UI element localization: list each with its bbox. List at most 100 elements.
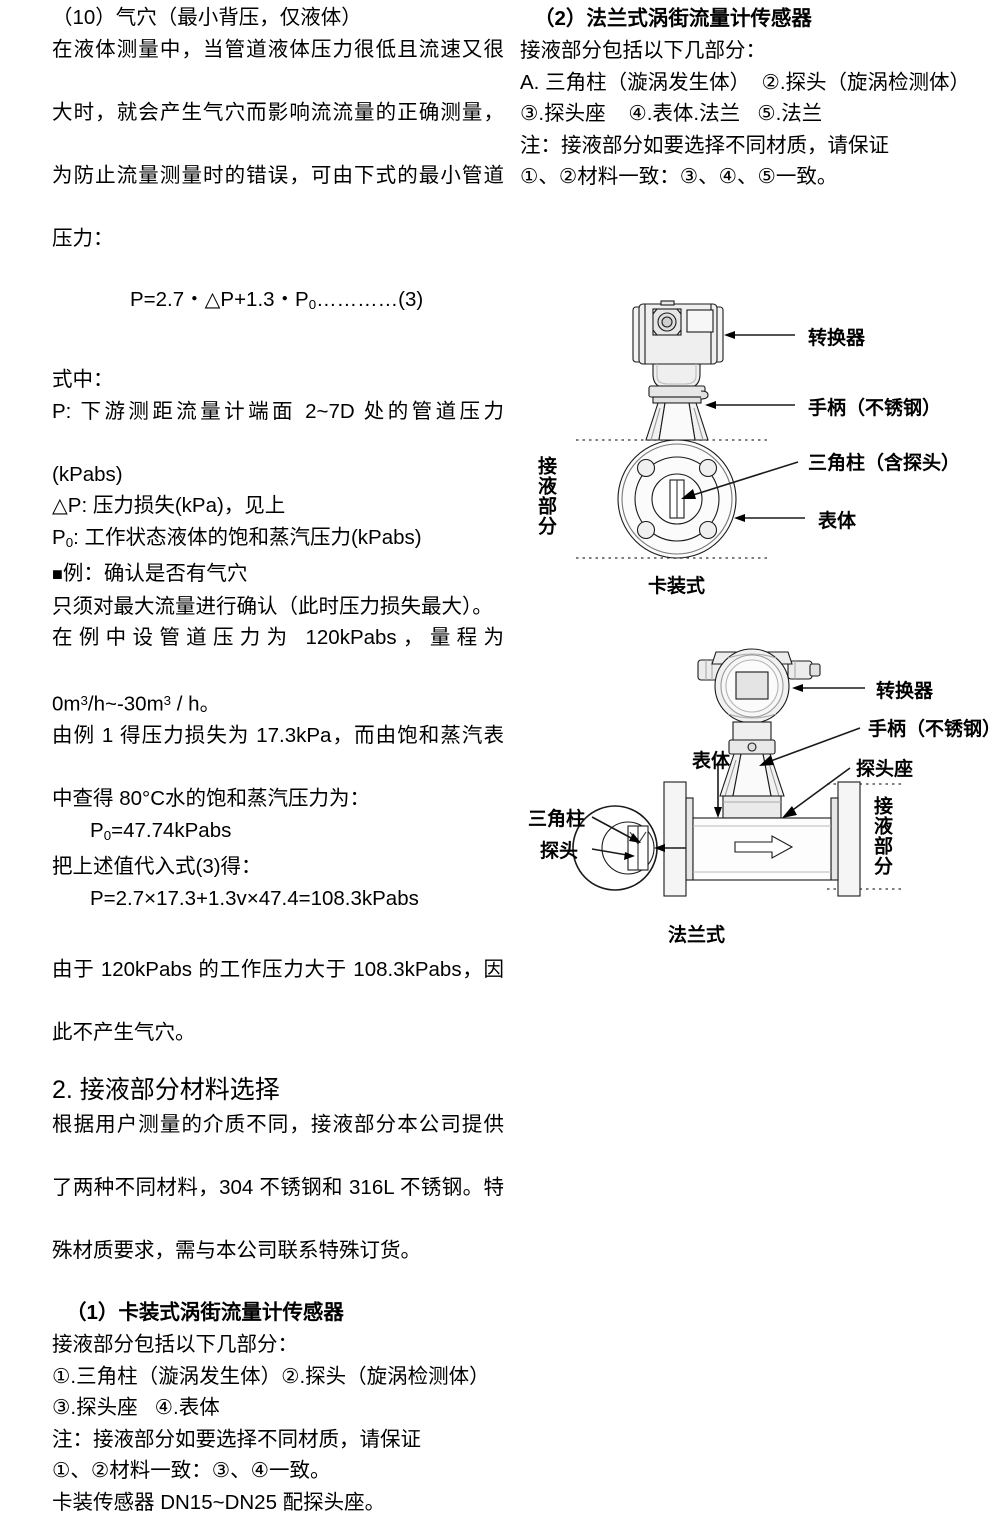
converter-head [697, 648, 821, 724]
figure-flange-type-sensor: 接液部分 转换器 手柄（不锈钢） 探头座 表体 三角柱 探头 法兰式 [520, 636, 1000, 966]
spacer [52, 1266, 504, 1296]
wafer-callout-body: 表体 [818, 510, 857, 532]
definition-pressure-line2: (kPabs) [52, 462, 123, 486]
spacer [52, 254, 504, 284]
spacer [52, 944, 504, 954]
section-2-line-3: 殊材质要求，需与本公司联系特殊订货。 [52, 1238, 421, 1262]
bolt-hole [636, 520, 656, 540]
example-line-5: 中查得 80°C水的饱和蒸汽压力为： [52, 787, 370, 811]
section-2-line-1: 根据用户测量的介质不同，接液部分本公司提供 [52, 1112, 504, 1136]
example-line-4: 由例 1 得压力损失为 17.3kPa，而由饱和蒸汽表 [52, 724, 504, 748]
subsection-1-line-6: 卡装传感器 DN15~DN25 配探头座。 [52, 1490, 386, 1514]
section-10-title: （10）气穴（最小背压，仅液体） [52, 6, 362, 29]
wafer-body [617, 439, 737, 559]
example-title: 例：确认是否有气穴 [62, 562, 248, 586]
para-1-line-3: 为防止流量测量时的错误，可由下式的最小管道 [52, 163, 504, 187]
example-title-line: ■例：确认是否有气穴 [52, 558, 504, 591]
section-2-line-2: 了两种不同材料，304 不锈钢和 316L 不锈钢。特 [52, 1175, 504, 1199]
value-p0-text: =47.74kPabs [111, 818, 232, 842]
wafer-liquid-contact-vertical-label: 接液部分 [535, 456, 557, 536]
leader-triangle [591, 816, 634, 840]
range-start: 0m [52, 692, 81, 716]
definition-p0-text: : 工作状态液体的饱和蒸汽压力(kPabs) [73, 525, 422, 549]
definition-p0: P0: 工作状态液体的饱和蒸汽压力(kPabs) [52, 522, 504, 558]
pipe-body [663, 781, 861, 897]
wafer-type-drawing [576, 300, 805, 559]
flange-liquid-contact-vertical-label: 接液部分 [871, 796, 893, 876]
wafer-callout-handle: 手柄（不锈钢） [808, 397, 942, 419]
definition-p0-subscript: 0 [65, 534, 74, 550]
range-end-exponent: 3 [163, 693, 172, 709]
leader-probe-seat [789, 767, 851, 813]
wafer-figure-caption: 卡装式 [648, 575, 706, 597]
right-flange [837, 781, 861, 897]
right-flange-face [830, 797, 839, 881]
handle-stem [645, 402, 709, 441]
substitute-label: 把上述值代入式(3)得： [52, 855, 262, 879]
leader-handle [767, 727, 861, 763]
spacer [52, 350, 504, 364]
bolt-hole [698, 458, 718, 478]
flange-callout-converter: 转换器 [876, 680, 934, 702]
filled-square-icon: ■ [52, 564, 63, 585]
left-flange-face [685, 797, 694, 881]
subsection-2-line-3: ③.探头座 ④.表体.法兰 ⑤.法兰 [520, 102, 823, 125]
subsection-2-line-5: ①、②材料一致：③、④、⑤一致。 [520, 165, 838, 188]
right-text-column: （2）法兰式涡街流量计传感器 接液部分包括以下几部分： A. 三角柱（漩涡发生体… [520, 2, 990, 193]
formula-3: P=2.7・△P+1.3・P0…………(3) [52, 284, 504, 320]
range-start-exponent: 3 [80, 693, 88, 709]
flange-callout-body: 表体 [692, 750, 731, 772]
conclusion-line-1: 由于 120kPabs 的工作压力大于 108.3kPabs，因 [52, 958, 504, 982]
subsection-1-line-4: 注：接液部分如要选择不同材质，请保证 [52, 1427, 421, 1451]
wafer-callout-converter: 转换器 [808, 327, 866, 349]
converter-housing [632, 300, 724, 365]
subsection-2-heading: （2）法兰式涡街流量计传感器 [534, 7, 812, 30]
range-tail: / h。 [171, 692, 221, 716]
substitute-result: P=2.7×17.3+1.3v×47.4=108.3kPabs [90, 886, 419, 910]
formula-3-subscript: 0 [308, 296, 317, 312]
where-label: 式中： [52, 368, 114, 392]
leader-lines [681, 331, 805, 522]
value-p0-subscript: 0 [103, 827, 112, 843]
section-2-heading: 2. 接液部分材料选择 [52, 1075, 280, 1104]
subsection-1-line-2: ①.三角柱（漩涡发生体）②.探头（旋涡检测体） [52, 1364, 490, 1388]
subsection-1-heading: （1）卡装式涡街流量计传感器 [66, 1301, 344, 1325]
detail-magnifier [572, 805, 686, 891]
bolt-hole [698, 520, 718, 540]
leader-probe [591, 848, 628, 856]
bolt-hole [636, 458, 656, 478]
value-p0-line: P0=47.74kPabs [52, 815, 504, 851]
formula-3-tail: …………(3) [316, 288, 424, 311]
subsection-2-line-2: A. 三角柱（漩涡发生体） ②.探头（旋涡检测体） [520, 70, 971, 94]
spacer [52, 914, 504, 944]
value-p0-symbol: P [90, 818, 104, 842]
subsection-2-line-1: 接液部分包括以下几部分： [520, 39, 766, 62]
definition-p0-symbol: P [52, 525, 66, 549]
subsection-2-line-4: 注：接液部分如要选择不同材质，请保证 [520, 133, 889, 157]
flow-direction-arrow [734, 835, 794, 859]
subsection-1-line-3: ③.探头座 ④.表体 [52, 1396, 220, 1420]
converter-neck [648, 363, 709, 404]
example-line-3: 0m3/h~-30m3 / h。 [52, 685, 504, 720]
definition-delta-p: △P: 压力损失(kPa)，见上 [52, 494, 286, 518]
probe-seat [722, 795, 782, 819]
subsection-1-line-1: 接液部分包括以下几部分： [52, 1333, 298, 1357]
para-1-line-4: 压力： [52, 226, 114, 250]
definition-pressure-line1: P: 下游测距流量计端面 2~7D 处的管道压力 [52, 399, 504, 423]
para-1-line-1: 在液体测量中，当管道液体压力很低且流速又很 [52, 37, 504, 61]
flange-callout-probe: 探头 [540, 840, 579, 862]
left-text-column: （10）气穴（最小背压，仅液体） 在液体测量中，当管道液体压力很低且流速又很 大… [52, 2, 504, 1518]
subsection-1-line-5: ①、②材料一致：③、④一致。 [52, 1459, 331, 1483]
flange-type-drawing [572, 648, 905, 897]
leader-lines [591, 684, 865, 860]
left-flange [663, 781, 687, 897]
flange-callout-probe-seat: 探头座 [856, 758, 914, 780]
document-page: （10）气穴（最小背压，仅液体） 在液体测量中，当管道液体压力很低且流速又很 大… [52, 2, 1000, 1514]
leader-triangle [689, 461, 799, 497]
wafer-callout-triangle-probe: 三角柱（含探头） [808, 452, 961, 474]
range-middle: /h~-30m [87, 692, 164, 716]
example-line-1: 只须对最大流量进行确认（此时压力损失最大）。 [52, 594, 493, 618]
conclusion-line-2: 此不产生气穴。 [52, 1021, 196, 1045]
spacer [52, 1049, 504, 1071]
example-line-2: 在例中设管道压力为 120kPabs，量程为 [52, 626, 504, 650]
